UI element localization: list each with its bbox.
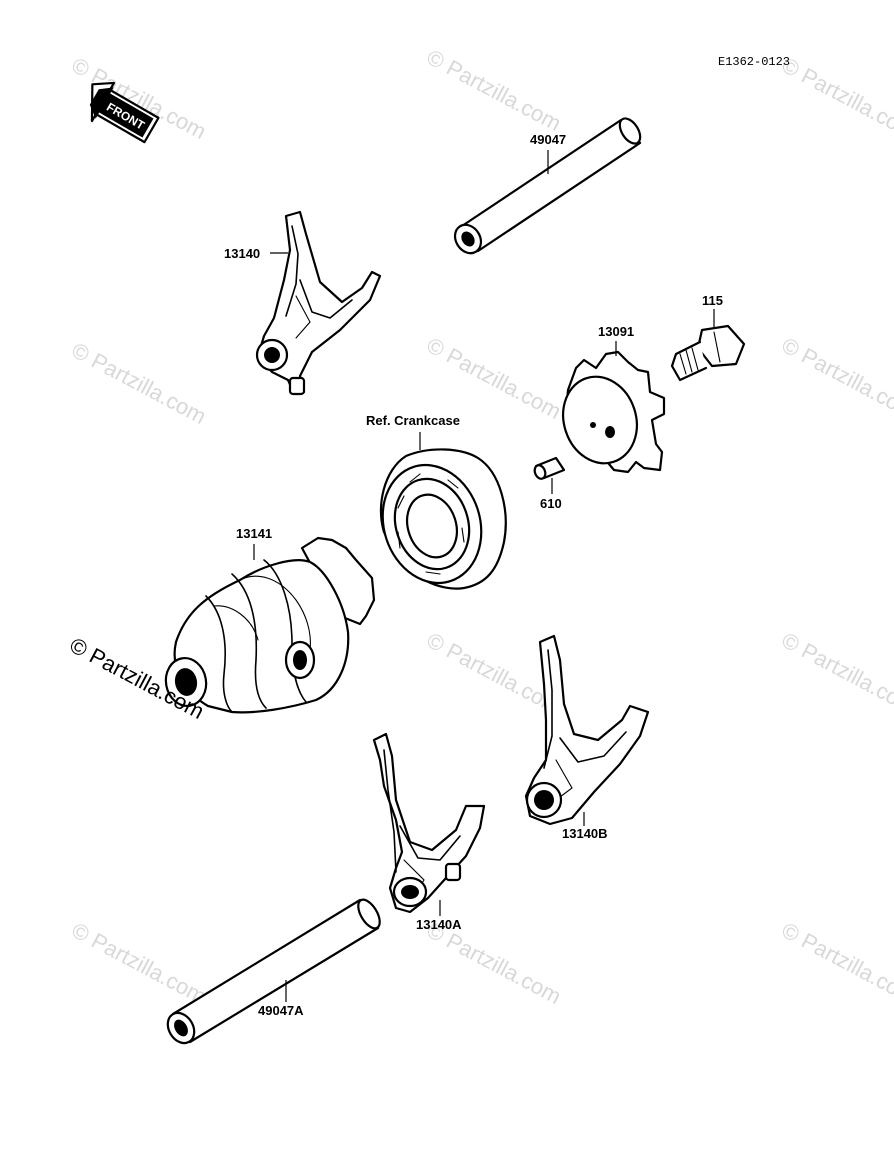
label-49047: 49047 bbox=[530, 132, 566, 147]
shift-drum-13141: 13141 bbox=[164, 526, 376, 714]
shift-fork-13140a: 13140A bbox=[372, 732, 486, 932]
watermark: © Partzilla.com bbox=[423, 332, 566, 424]
pin-610: 610 bbox=[533, 456, 566, 511]
front-arrow: FRONT bbox=[89, 81, 160, 144]
shift-drum-plate-13091: 13091 bbox=[562, 324, 666, 474]
label-ref-crankcase: Ref. Crankcase bbox=[366, 413, 460, 428]
shift-fork-13140: 13140 bbox=[224, 210, 382, 396]
shaft-49047: 49047 bbox=[453, 117, 642, 255]
label-115: 115 bbox=[702, 293, 723, 308]
watermark: © Partzilla.com bbox=[68, 917, 211, 1009]
watermark: © Partzilla.com bbox=[778, 917, 894, 1009]
diagram-code: E1362-0123 bbox=[718, 55, 790, 69]
label-13140b: 13140B bbox=[562, 826, 608, 841]
watermark: © Partzilla.com bbox=[778, 627, 894, 719]
shaft-49047a: 49047A bbox=[166, 898, 381, 1045]
bolt-115: 115 bbox=[670, 293, 746, 382]
label-13140a: 13140A bbox=[416, 917, 462, 932]
label-13091: 13091 bbox=[598, 324, 634, 339]
watermark: © Partzilla.com bbox=[778, 332, 894, 424]
label-610: 610 bbox=[540, 496, 562, 511]
shift-fork-13140b: 13140B bbox=[524, 634, 650, 841]
watermark: © Partzilla.com bbox=[423, 44, 566, 136]
watermark: © Partzilla.com bbox=[778, 52, 894, 144]
label-13140: 13140 bbox=[224, 246, 260, 261]
watermark: © Partzilla.com bbox=[68, 337, 211, 429]
bearing-ref-crankcase: Ref. Crankcase bbox=[366, 413, 507, 590]
label-49047a: 49047A bbox=[258, 1003, 304, 1018]
label-13141: 13141 bbox=[236, 526, 272, 541]
